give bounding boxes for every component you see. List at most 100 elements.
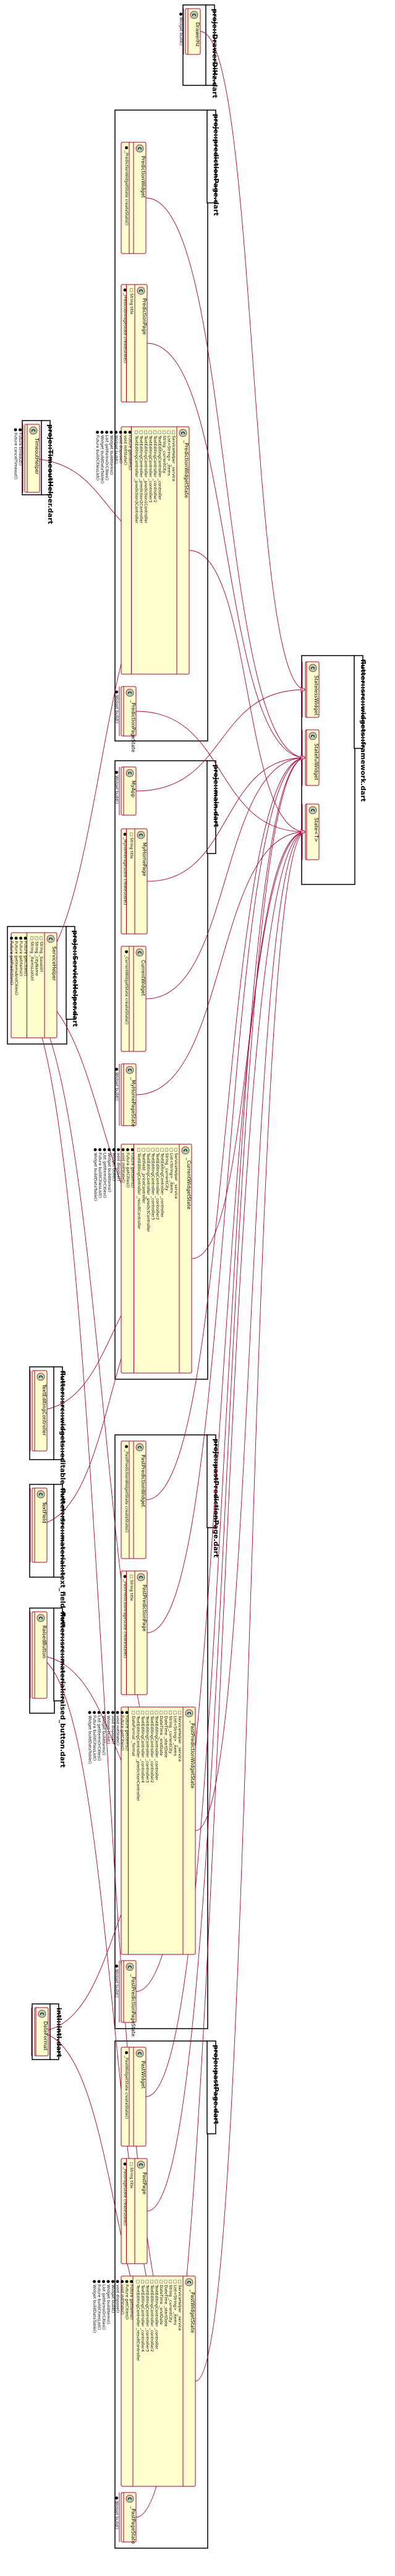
class-text_field[interactable]: C TextField bbox=[30, 1487, 48, 1563]
class-method: ● Widget build() bbox=[114, 1964, 119, 1998]
relation-past_prediction_state-to-state bbox=[195, 831, 306, 1831]
class-past_page_state[interactable]: C_PastPageState● Widget build() bbox=[114, 2492, 137, 2544]
class-method: ● Future buildCitiesList() bbox=[92, 1711, 97, 1761]
class-field: □ TextEditingController _controller bbox=[155, 2280, 159, 2350]
class-method: ● Future buildCitiesList() bbox=[98, 1148, 103, 1198]
class-field: □ String _currentCity bbox=[164, 1148, 169, 1191]
svg-text:C: C bbox=[191, 14, 197, 17]
class-method: ● void dispose() bbox=[116, 1148, 121, 1181]
class-method: ● Widget build() bbox=[111, 2280, 116, 2313]
class-past_prediction_page_state[interactable]: C_PastPredictionPageState● Widget build(… bbox=[114, 1960, 137, 2037]
class-marker-icon: C bbox=[36, 1490, 45, 1499]
class-method: ● Future buildCitiesList() bbox=[97, 2280, 102, 2330]
class-field: □ TextEditingController _controller2 bbox=[150, 2280, 155, 2351]
class-name: _PastPredictionWidgetState bbox=[190, 1720, 195, 1789]
class-field: □ ServiceHelper _service bbox=[171, 430, 176, 481]
class-field: □ TextEditingController _controller bbox=[155, 1711, 159, 1781]
class-field: □ ServiceHelper _service bbox=[174, 1148, 179, 1199]
class-field: □ DateTime _startDate bbox=[164, 1711, 169, 1758]
relation-current_widget_state-to-state bbox=[191, 831, 306, 1259]
package-title: proje::pastPage.dart bbox=[212, 2045, 220, 2125]
svg-text:C: C bbox=[138, 289, 143, 293]
class-my_home_page_state[interactable]: C_MyHomePageState● Widget build() bbox=[114, 1063, 137, 1127]
class-field: □ ServiceHelper _service bbox=[177, 2280, 182, 2330]
class-field: □ TextEditingController _controller2 bbox=[150, 1711, 155, 1782]
class-field: □ String _cityName bbox=[35, 936, 40, 976]
class-past_prediction_state[interactable]: C _PastPredictionWidgetState □ ServiceHelp… bbox=[88, 1706, 196, 1955]
class-method: ● Widget build() bbox=[114, 771, 119, 804]
svg-text:C: C bbox=[310, 735, 315, 738]
class-method: ● Widget build() bbox=[179, 12, 184, 46]
class-marker-icon: C bbox=[135, 2049, 144, 2058]
class-field: □ String title bbox=[129, 2162, 134, 2188]
svg-text:C: C bbox=[137, 1446, 142, 1449]
class-field: □ String _itemsListUrl bbox=[30, 936, 35, 981]
class-marker-icon: C bbox=[137, 1573, 145, 1581]
class-method: ● Future getItems() bbox=[128, 430, 133, 470]
relation-past_widget_state-to-state bbox=[195, 831, 306, 2382]
class-field: □ TextEditingController _resultControlle… bbox=[137, 1148, 142, 1230]
class-method: ● _PastPredictionPageState createState() bbox=[123, 1575, 128, 1658]
class-field: □ String _currentCity bbox=[162, 430, 167, 473]
class-field: □ TextEditingController _controller bbox=[160, 1148, 165, 1218]
class-method: ● List getItemsOrCities() bbox=[97, 1711, 102, 1761]
class-drawer_hz[interactable]: C DrawerHz ● Widget build() bbox=[179, 8, 201, 55]
class-method: ● Widget build() bbox=[114, 430, 119, 464]
class-method: ● _PastPredictionWidgetState createState… bbox=[124, 1445, 129, 1533]
class-marker-icon: C bbox=[125, 769, 134, 777]
svg-text:C: C bbox=[127, 691, 132, 695]
class-method: ● Widget build() bbox=[112, 1148, 117, 1181]
package-title: flutter::src::material::text_field.dart bbox=[59, 1488, 67, 1627]
class-marker-icon: C bbox=[137, 2160, 145, 2169]
class-field: □ String _baseUrl bbox=[39, 936, 44, 972]
svg-text:C: C bbox=[127, 2497, 132, 2501]
class-marker-icon: C bbox=[125, 2494, 134, 2503]
class-past_widget_state[interactable]: C_PastWidgetState□ ServiceHelper _servic… bbox=[92, 2275, 196, 2487]
class-prediction_page_state[interactable]: C_PredictionPageState● Widget build() bbox=[114, 686, 137, 752]
class-marker-icon: C bbox=[46, 935, 55, 943]
class-field: □ ServiceHelper _service bbox=[177, 1711, 182, 1761]
svg-text:C: C bbox=[48, 938, 53, 941]
class-name: StatelessWidget bbox=[313, 675, 319, 716]
class-field: □ String title bbox=[129, 1575, 134, 1601]
class-method: ● void dispose() bbox=[116, 2280, 121, 2313]
class-name: _PastPredictionPageState bbox=[130, 1974, 136, 2037]
class-name: DrawerHz bbox=[195, 22, 200, 46]
package-title: proje::pastPredictionPage.dart bbox=[212, 1439, 220, 1557]
class-field: □ List<String> _items bbox=[167, 430, 172, 476]
class-marker-icon: C bbox=[185, 1709, 193, 1718]
class-field: □ String _currentCity bbox=[168, 1711, 173, 1753]
class-name: TextField bbox=[41, 1501, 47, 1523]
class-field: □ TextEditingController _prediction2Cont… bbox=[139, 430, 144, 523]
class-marker-icon: C bbox=[185, 2278, 193, 2287]
class-field: □ TextEditingController _controller4 bbox=[140, 2280, 145, 2351]
class-marker-icon: C bbox=[125, 1066, 134, 1074]
class-marker-icon: C bbox=[308, 732, 317, 740]
class-field: □ TextEditingController _controller bbox=[158, 430, 163, 500]
class-field: □ DateTime _startDate bbox=[164, 2280, 169, 2327]
class-current_widget_state[interactable]: C_CurrentWidgetState□ ServiceHelper _ser… bbox=[93, 1144, 192, 1374]
svg-text:C: C bbox=[310, 809, 315, 812]
relation-my_home_page_state-to-state bbox=[135, 831, 306, 1095]
class-marker-icon: C bbox=[181, 1146, 190, 1155]
relation-prediction_state-to-state bbox=[189, 550, 306, 832]
class-prediction_state[interactable]: C_PredictionWidgetState□ ServiceHelper _… bbox=[95, 426, 190, 675]
class-method: ● Future getItems() bbox=[125, 1711, 130, 1750]
